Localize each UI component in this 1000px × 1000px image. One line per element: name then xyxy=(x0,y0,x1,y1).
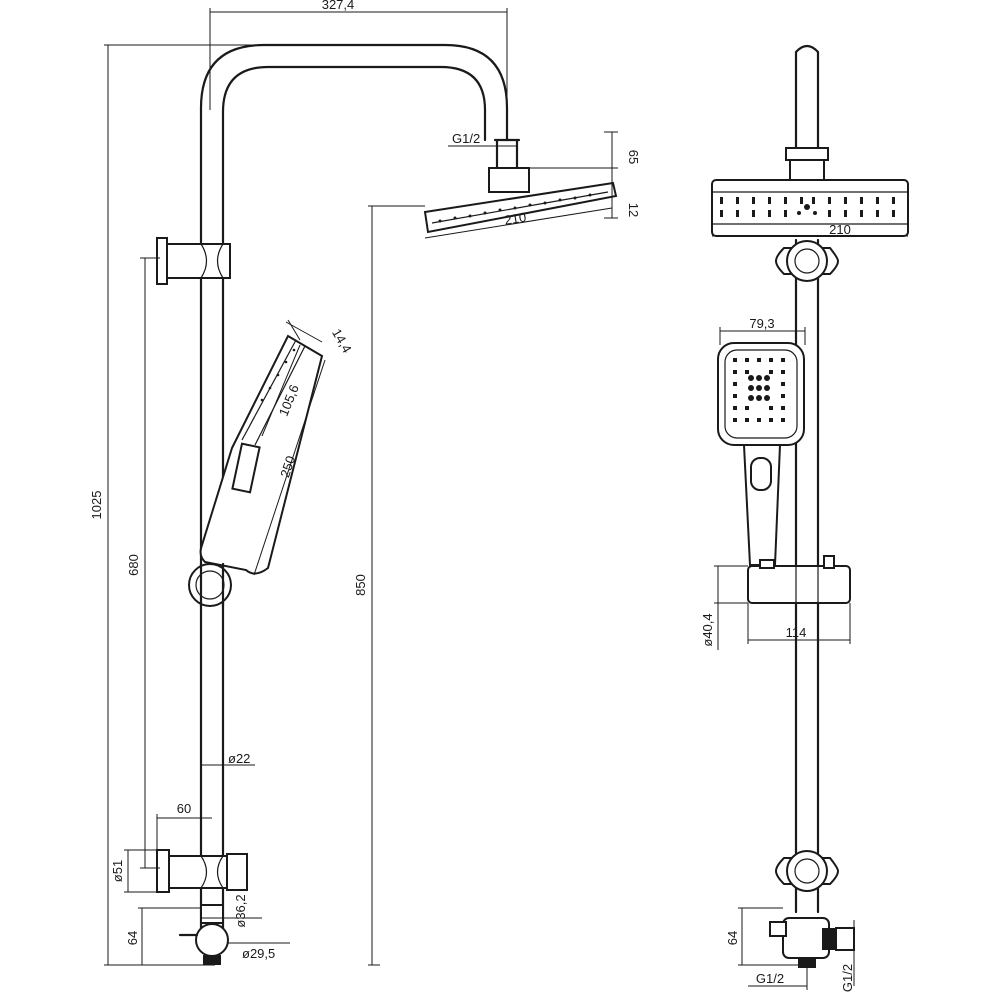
head-mount-block xyxy=(488,167,530,193)
slider-front xyxy=(747,555,851,604)
dim-handset-width: 14,4 xyxy=(329,326,355,355)
rain-head-front xyxy=(711,179,909,237)
side-dimension-lines xyxy=(104,8,618,966)
dim-wall-bracket-dia: ø51 xyxy=(110,860,125,882)
front-view: 210 79,3 ø40,4 114 64 G1/2 G1/2 xyxy=(700,44,909,992)
dim-handset-length: 250 xyxy=(277,454,298,479)
diverter-valve-side xyxy=(178,904,229,965)
dim-bracket-spacing: 680 xyxy=(126,554,141,576)
dim-head-height: 850 xyxy=(353,574,368,596)
dim-total-height: 1025 xyxy=(89,491,104,520)
dim-valve-height-right: 64 xyxy=(725,931,740,945)
upper-bracket-front xyxy=(774,240,840,282)
dim-slider-dia: ø40,4 xyxy=(700,613,715,646)
head-connector xyxy=(493,138,521,170)
dim-handset-width-front: 79,3 xyxy=(749,316,774,331)
side-view: 327,4 1025 680 850 G1/2 65 12 210 14,4 1… xyxy=(89,0,641,966)
front-riser-pipe xyxy=(794,44,820,162)
dim-thread-bottom-2: G1/2 xyxy=(840,964,855,992)
dim-mixer-dia: ø36,2 xyxy=(233,894,248,927)
dim-head-thickness-12: 12 xyxy=(626,203,641,217)
dim-head-width-side: 210 xyxy=(503,209,527,227)
dim-top-reach: 327,4 xyxy=(322,0,355,12)
dim-head-thickness-65: 65 xyxy=(626,150,641,164)
slider-holder-side xyxy=(188,562,232,608)
dim-valve-dia: ø29,5 xyxy=(242,946,275,961)
riser-pipe-inner xyxy=(221,65,487,947)
upper-wall-bracket xyxy=(156,237,231,285)
dim-pipe-diameter: ø22 xyxy=(228,751,250,766)
rain-head-side xyxy=(423,181,618,234)
dim-wall-offset: 60 xyxy=(177,801,191,816)
lower-bracket-side xyxy=(156,849,248,893)
hand-shower-side xyxy=(199,334,324,575)
riser-pipe xyxy=(199,43,509,947)
diverter-valve-front xyxy=(769,917,855,968)
dim-thread-bottom-1: G1/2 xyxy=(756,971,784,986)
front-dimension-lines xyxy=(712,235,908,990)
dim-valve-height-left: 64 xyxy=(125,931,140,945)
dim-inlet-thread-side: G1/2 xyxy=(452,131,480,146)
hand-shower-front xyxy=(717,342,805,566)
dim-head-width-front: 210 xyxy=(829,222,851,237)
dim-slider-depth: 114 xyxy=(786,625,807,640)
lower-bracket-front xyxy=(774,850,840,892)
